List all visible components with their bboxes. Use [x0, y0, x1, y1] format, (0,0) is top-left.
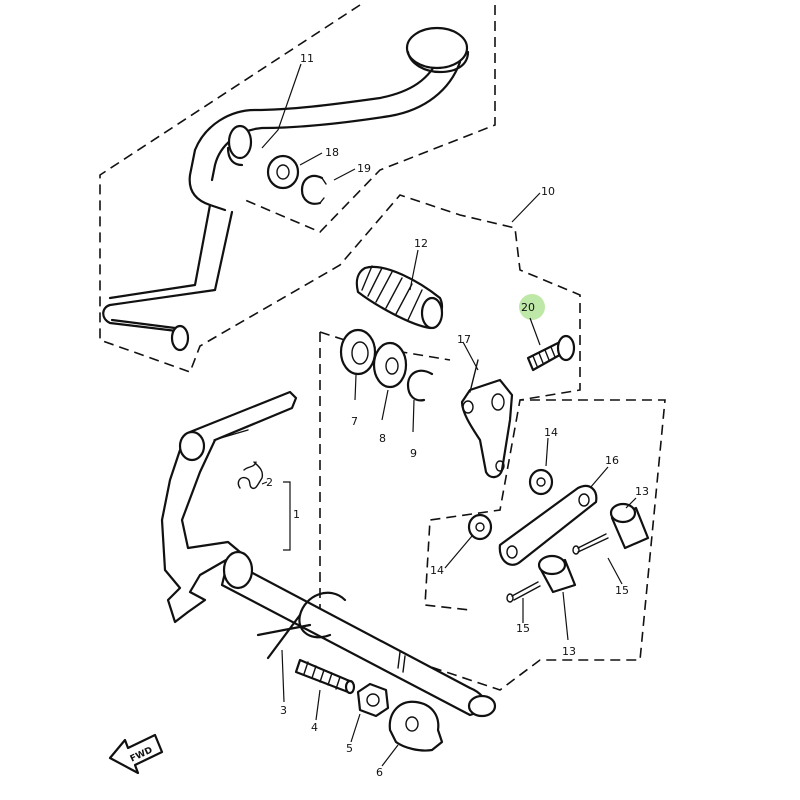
callout-15-left: 15 — [516, 622, 530, 635]
pedal-group-bracket — [319, 331, 451, 361]
callout-4: 4 — [311, 721, 318, 734]
callout-9: 9 — [410, 447, 417, 460]
callout-16: 16 — [605, 454, 619, 467]
callout-19: 19 — [357, 162, 371, 175]
circlip-19[interactable] — [300, 174, 327, 205]
cam-plate-6[interactable] — [388, 700, 444, 752]
callout-18: 18 — [325, 146, 339, 159]
leader-lines — [261, 63, 637, 767]
callout-15-right: 15 — [615, 584, 629, 597]
bolt-20[interactable] — [519, 294, 576, 372]
nut-5[interactable] — [356, 682, 390, 718]
spring-12[interactable] — [355, 265, 444, 330]
callout-12: 12 — [414, 237, 428, 250]
cotter-pin-15-left[interactable] — [506, 581, 541, 603]
washer-18[interactable] — [266, 154, 300, 190]
shift-pedal[interactable] — [102, 26, 470, 352]
shift-arm-17[interactable] — [460, 359, 514, 479]
washer-8[interactable] — [372, 341, 408, 389]
callout-14-lower: 14 — [430, 564, 444, 577]
callout-1: 1 — [293, 508, 300, 521]
bearing-7[interactable] — [339, 328, 377, 376]
callout-5: 5 — [346, 742, 353, 755]
callout-7: 7 — [351, 415, 358, 428]
linkage-group-outline — [319, 332, 666, 691]
callout-10: 10 — [541, 185, 555, 198]
callout-17: 17 — [457, 333, 471, 346]
callout-13-upper: 13 — [635, 485, 649, 498]
callout-14-upper: 14 — [544, 426, 558, 439]
callout-20: 20 — [521, 301, 535, 314]
washer-14-upper[interactable] — [528, 468, 554, 496]
fwd-arrow: FWD — [108, 733, 164, 775]
shift-shaft-1[interactable] — [160, 390, 497, 718]
pin-13-upper[interactable] — [609, 502, 650, 550]
link-rod-16[interactable] — [498, 484, 598, 566]
return-spring-3[interactable] — [256, 591, 347, 660]
pedal-upper-outline — [244, 5, 496, 233]
washer-14-lower[interactable] — [467, 513, 493, 541]
pedal-group-outline — [99, 4, 581, 401]
callout-13-lower: 13 — [562, 645, 576, 658]
cotter-pin-15-right[interactable] — [572, 533, 609, 555]
callout-8: 8 — [379, 432, 386, 445]
circlip-9[interactable] — [406, 369, 434, 402]
callout-3: 3 — [280, 704, 287, 717]
callout-11: 11 — [300, 52, 314, 65]
spring-2[interactable] — [237, 461, 264, 490]
stud-bolt-4[interactable] — [294, 658, 356, 695]
callout-6: 6 — [376, 766, 383, 779]
callout-2: 2 — [266, 476, 273, 489]
pin-13-lower[interactable] — [537, 554, 577, 594]
